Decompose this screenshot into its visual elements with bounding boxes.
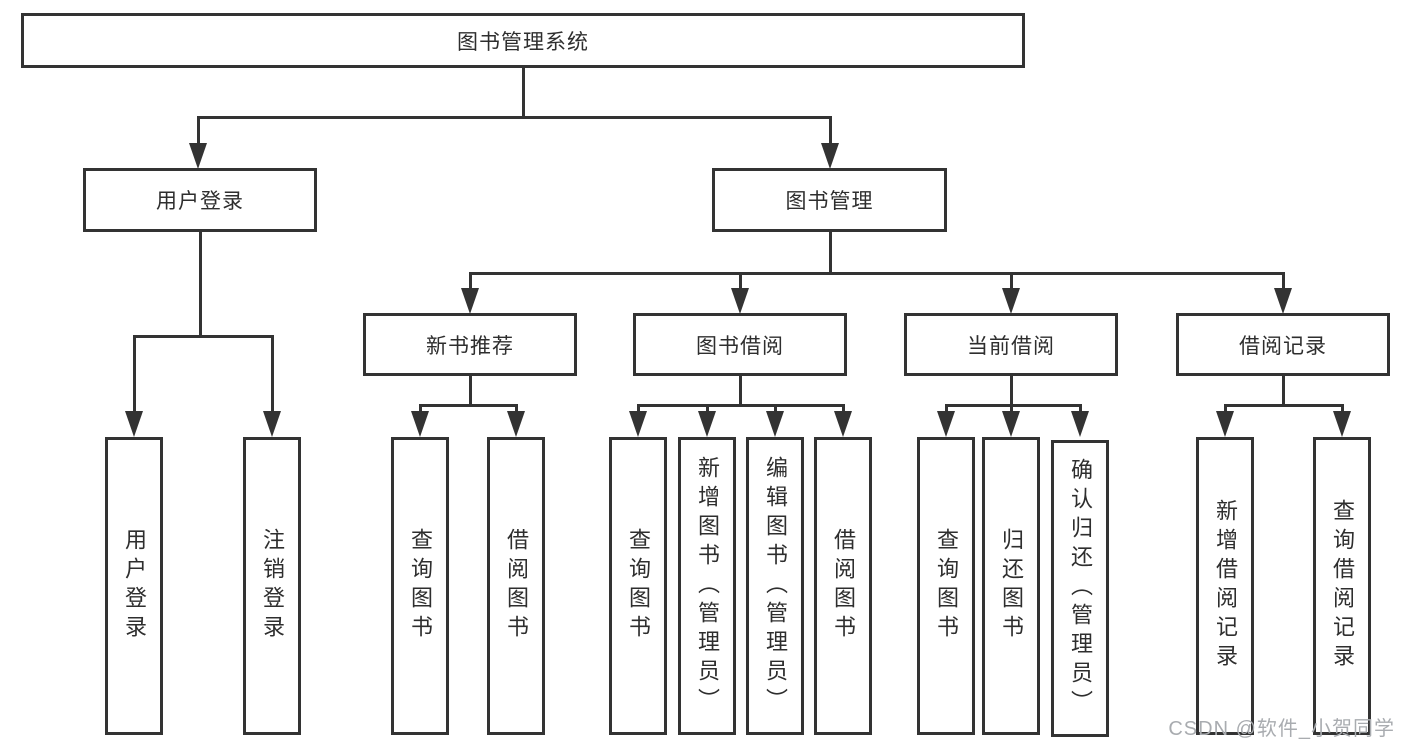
connector-arrow-shaft: [1340, 405, 1344, 413]
connector-records-hline: [1223, 403, 1344, 407]
node-root: 图书管理系统: [21, 13, 1025, 68]
arrowhead-to-book-management: [821, 143, 839, 169]
connector-borrow-hline: [636, 403, 845, 407]
arrowhead-to-borrow-query: [629, 411, 647, 437]
connector-arrow-shaft: [738, 273, 742, 289]
arrowhead-to-borrow-add: [698, 411, 716, 437]
leaf-current-confirm-return-admin: 确认归还（管理员）: [1051, 440, 1109, 737]
arrowhead-to-borrow-borrow: [834, 411, 852, 437]
connector-root-hline: [196, 115, 832, 119]
arrowhead-to-records-query: [1333, 411, 1351, 437]
node-book-management: 图书管理: [712, 168, 947, 232]
connector-current-stem: [1009, 376, 1013, 407]
node-book-borrow: 图书借阅: [633, 313, 847, 376]
node-borrow-records: 借阅记录: [1176, 313, 1390, 376]
connector-arrow-shaft: [841, 405, 845, 413]
csdn-watermark: CSDN @软件_小贺同学: [1168, 718, 1395, 740]
connector-arrow-shaft: [1009, 405, 1013, 413]
leaf-current-query-book: 查询图书: [917, 437, 975, 735]
connector-arrow-shaft: [418, 405, 422, 413]
arrowhead-to-current-borrow: [1002, 288, 1020, 314]
arrowhead-to-current-query: [937, 411, 955, 437]
leaf-borrow-edit-book-admin: 编辑图书（管理员）: [746, 437, 804, 735]
leaf-borrow-query-book: 查询图书: [609, 437, 667, 735]
leaf-recommend-borrow-book: 借阅图书: [487, 437, 545, 735]
connector-arrow-shaft: [132, 336, 136, 412]
leaf-recommend-query-book: 查询图书: [391, 437, 449, 735]
connector-arrow-shaft: [1009, 273, 1013, 289]
node-new-book-recommend: 新书推荐: [363, 313, 577, 376]
connector-current-hline: [944, 403, 1082, 407]
connector-borrow-stem: [738, 376, 742, 407]
connector-book-mgmt-hline: [468, 271, 1285, 275]
arrowhead-to-new-book-recommend: [461, 288, 479, 314]
arrowhead-to-borrow-edit: [766, 411, 784, 437]
arrowhead-to-book-borrow: [731, 288, 749, 314]
arrowhead-to-current-return: [1002, 411, 1020, 437]
arrowhead-to-leaf-user-login: [125, 411, 143, 437]
connector-arrow-shaft: [1078, 405, 1082, 413]
connector-user-login-stem: [198, 232, 202, 338]
connector-arrow-shaft: [196, 117, 200, 144]
connector-arrow-shaft: [1281, 273, 1285, 289]
connector-arrow-shaft: [944, 405, 948, 413]
arrowhead-to-current-confirm: [1071, 411, 1089, 437]
connector-arrow-shaft: [468, 273, 472, 289]
arrowhead-to-leaf-logout: [263, 411, 281, 437]
connector-book-mgmt-stem: [828, 232, 832, 275]
connector-arrow-shaft: [636, 405, 640, 413]
leaf-user-login: 用户登录: [105, 437, 163, 735]
connector-user-login-hline: [132, 334, 274, 338]
connector-arrow-shaft: [773, 405, 777, 413]
connector-records-stem: [1281, 376, 1285, 407]
arrowhead-to-user-login: [189, 143, 207, 169]
connector-recommend-hline: [418, 403, 518, 407]
connector-arrow-shaft: [514, 405, 518, 413]
leaf-borrow-add-book-admin: 新增图书（管理员）: [678, 437, 736, 735]
leaf-logout: 注销登录: [243, 437, 301, 735]
leaf-borrow-borrow-book: 借阅图书: [814, 437, 872, 735]
leaf-current-return-book: 归还图书: [982, 437, 1040, 735]
node-current-borrow: 当前借阅: [904, 313, 1118, 376]
arrowhead-to-records-add: [1216, 411, 1234, 437]
arrowhead-to-recommend-borrow: [507, 411, 525, 437]
node-user-login: 用户登录: [83, 168, 317, 232]
leaf-record-query-borrow-record: 查询借阅记录: [1313, 437, 1371, 735]
connector-root-stem: [521, 68, 525, 117]
leaf-record-add-borrow-record: 新增借阅记录: [1196, 437, 1254, 735]
connector-arrow-shaft: [270, 336, 274, 412]
connector-arrow-shaft: [1223, 405, 1227, 413]
connector-recommend-stem: [468, 376, 472, 407]
arrowhead-to-borrow-records: [1274, 288, 1292, 314]
connector-arrow-shaft: [828, 117, 832, 144]
arrowhead-to-recommend-query: [411, 411, 429, 437]
connector-arrow-shaft: [705, 405, 709, 413]
